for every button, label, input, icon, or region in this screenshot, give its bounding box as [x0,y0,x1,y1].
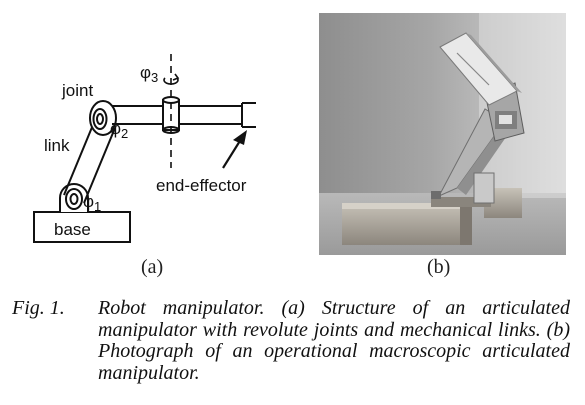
arrowhead-icon [233,130,247,145]
panel-label-a: (a) [141,256,164,278]
joint-label: joint [61,81,93,100]
figure-caption: Fig. 1. Robot manipulator. (a) Structure… [12,297,570,384]
elbow-joint [89,100,117,136]
caption-text: Robot manipulator. (a) Structure of an a… [98,297,570,384]
manipulator-photograph [319,13,566,255]
manipulator-schematic: joint link base end-effector φ1 φ2 φ3 [33,54,256,243]
rotation-arrow-icon [163,77,179,85]
figure-number: Fig. 1. [12,297,65,319]
phi2-label: φ2 [110,119,128,141]
panel-label-b: (b) [427,256,451,278]
photo-manipulator [431,32,525,204]
end-effector-gripper [241,102,256,128]
link-segment [63,119,116,204]
link-label: link [44,136,70,155]
phi1-label: φ1 [83,192,101,214]
base-block [33,211,131,243]
base-label: base [54,220,91,239]
phi3-label: φ3 [140,63,158,85]
end-effector-label: end-effector [156,176,247,195]
photo-wood-base [342,188,522,245]
